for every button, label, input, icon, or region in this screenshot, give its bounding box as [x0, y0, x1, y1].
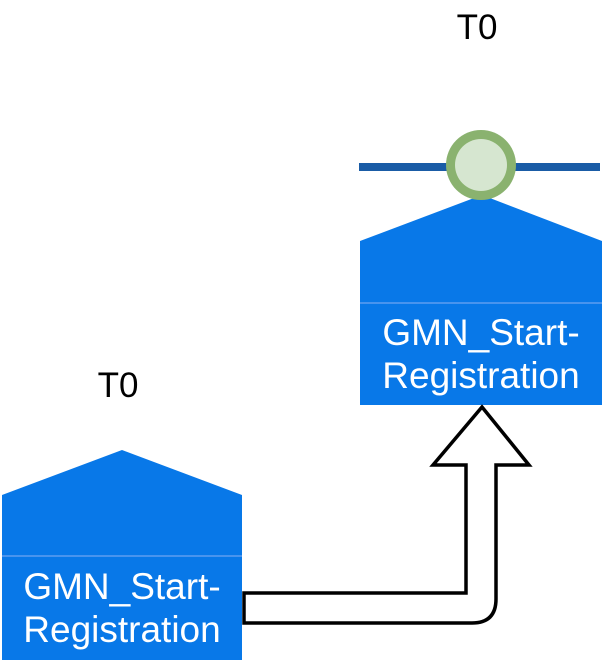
event-name-left: GMN_Start- Registration: [2, 556, 242, 660]
time-label-right: T0: [456, 8, 498, 47]
event-name-left-text: GMN_Start- Registration: [23, 566, 221, 650]
bent-up-arrow-icon: [242, 404, 533, 625]
event-shape-left: [2, 450, 242, 660]
time-label-left: T0: [97, 366, 139, 405]
milestone-circle-fill-icon: [455, 139, 507, 191]
event-shape-right: [360, 195, 602, 405]
event-name-right-text: GMN_Start- Registration: [382, 312, 580, 396]
event-name-right: GMN_Start- Registration: [360, 303, 602, 405]
